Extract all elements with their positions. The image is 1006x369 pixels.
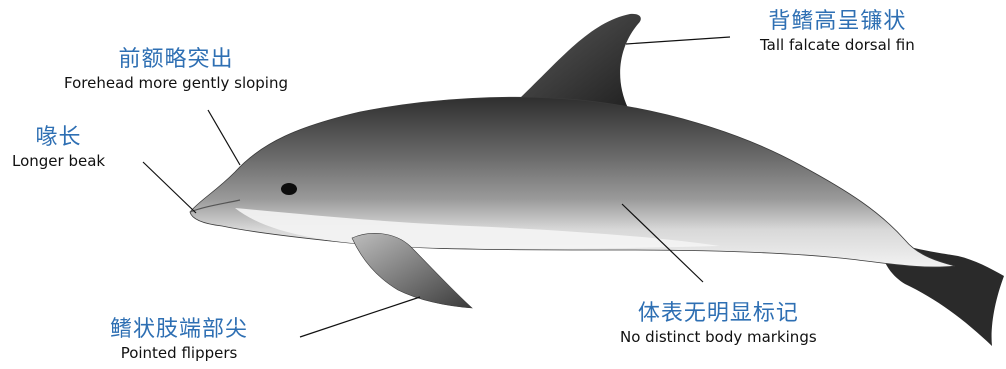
leader-flippers <box>300 297 420 337</box>
label-dorsal-fin: 背鳍高呈镰状 Tall falcate dorsal fin <box>760 8 915 55</box>
label-forehead: 前额略突出 Forehead more gently sloping <box>64 46 288 93</box>
leader-forehead <box>208 110 240 165</box>
dorsal-fin-shape <box>520 14 641 108</box>
leader-beak <box>143 162 196 213</box>
dolphin-eye <box>281 183 297 195</box>
label-forehead-en: Forehead more gently sloping <box>64 74 288 93</box>
label-flippers-zh: 鳍状肢端部尖 <box>110 316 248 344</box>
label-dorsal-fin-zh: 背鳍高呈镰状 <box>760 8 915 36</box>
leader-dorsal-fin <box>626 37 730 44</box>
label-flippers: 鳍状肢端部尖 Pointed flippers <box>110 316 248 363</box>
label-beak-en: Longer beak <box>12 152 105 171</box>
label-body-markings: 体表无明显标记 No distinct body markings <box>620 300 817 347</box>
label-beak-zh: 喙长 <box>12 124 105 152</box>
label-flippers-en: Pointed flippers <box>110 344 248 363</box>
label-body-markings-en: No distinct body markings <box>620 328 817 347</box>
label-dorsal-fin-en: Tall falcate dorsal fin <box>760 36 915 55</box>
label-forehead-zh: 前额略突出 <box>64 46 288 74</box>
label-beak: 喙长 Longer beak <box>12 124 105 171</box>
label-body-markings-zh: 体表无明显标记 <box>620 300 817 328</box>
